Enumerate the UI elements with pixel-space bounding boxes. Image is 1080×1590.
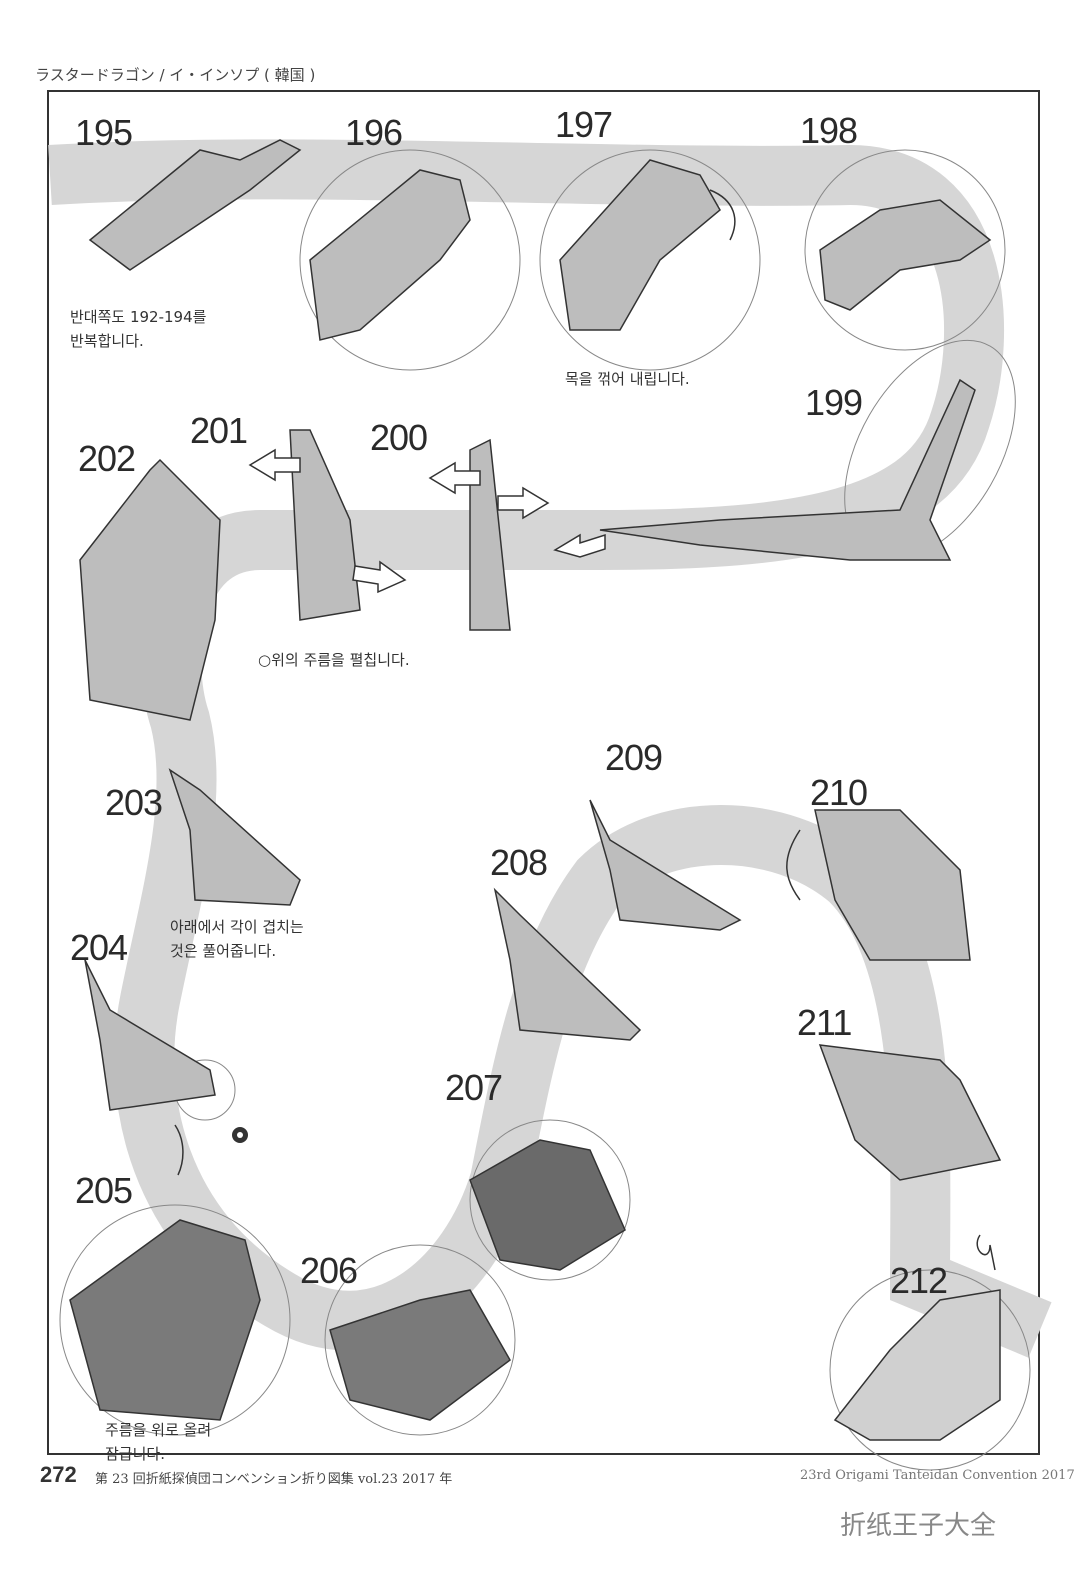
step-number: 212 [890, 1260, 948, 1301]
step-caption: 목을 꺾어 내립니다. [565, 370, 690, 388]
model-203 [168, 768, 301, 906]
eye-view-icon [232, 1127, 248, 1143]
step-number: 201 [190, 410, 248, 451]
model-211 [818, 1044, 1002, 1181]
step-number: 205 [75, 1170, 133, 1211]
page-header: ラスタードラゴン / イ・インソプ ( 韓国 ) [35, 66, 316, 84]
detail-circle-198 [804, 149, 1006, 351]
model-202 [79, 458, 221, 721]
model-212 [833, 1289, 1001, 1441]
step-number: 209 [605, 737, 663, 778]
diagram-frame [47, 90, 1040, 1455]
step-number: 198 [800, 110, 858, 151]
step-number: 199 [805, 382, 863, 423]
watermark: 折纸王子大全 [840, 1511, 997, 1541]
step-number: 211 [797, 1002, 852, 1043]
step-caption: ○위의 주름을 펼칩니다. [258, 651, 410, 669]
model-199 [599, 378, 976, 561]
step-number: 210 [810, 772, 868, 813]
detail-circle-197 [539, 149, 761, 371]
step-number: 203 [105, 782, 163, 823]
step-caption: 반대쪽도 192-194를 반복합니다. [70, 308, 207, 350]
convention-title: 23rd Origami Tanteidan Convention 2017 [800, 1468, 1075, 1483]
step-number: 206 [300, 1250, 358, 1291]
model-210 [814, 809, 971, 961]
arrow-icon [553, 533, 606, 558]
step-number: 204 [70, 927, 128, 968]
model-207 [469, 1139, 626, 1271]
model-201 [289, 429, 361, 621]
model-209 [589, 799, 742, 931]
step-number: 202 [78, 438, 136, 479]
fold-arrow-icon [709, 189, 736, 241]
detail-circle-196 [299, 149, 521, 371]
turn-over-icon [976, 1234, 996, 1271]
model-200 [469, 438, 511, 631]
page-number: 272 [40, 1462, 77, 1487]
sequence-band [48, 139, 1052, 1358]
arrow-icon [352, 560, 407, 594]
step-number: 207 [445, 1067, 503, 1108]
detail-circle-207 [469, 1119, 631, 1281]
fold-arrow-icon [786, 829, 801, 901]
step-caption: 주름을 위로 올려 잠급니다. [105, 1421, 212, 1463]
model-204 [84, 959, 216, 1111]
model-208 [493, 887, 642, 1041]
step-number: 197 [555, 104, 613, 145]
book-title: 第 23 回折紙探偵団コンベンション折り図集 vol.23 2017 年 [95, 1472, 453, 1487]
step-caption: 아래에서 각이 겹치는 것은 풀어줍니다. [170, 918, 304, 960]
arrow-icon [497, 486, 550, 520]
model-197 [559, 159, 721, 331]
step-number: 195 [75, 112, 133, 153]
arrow-icon [248, 448, 301, 482]
arrow-icon [428, 461, 481, 495]
model-196 [309, 169, 471, 341]
model-206 [329, 1289, 511, 1421]
step-number: 196 [345, 112, 403, 153]
model-205 [69, 1219, 261, 1421]
detail-circle-212 [829, 1269, 1031, 1471]
fold-arrow-icon [174, 1124, 184, 1176]
detail-circle-206 [324, 1244, 516, 1436]
model-198 [819, 199, 992, 311]
model-195 [88, 139, 302, 271]
detail-circle-205 [59, 1204, 291, 1436]
step-number: 200 [370, 417, 428, 458]
step-number: 208 [490, 842, 548, 883]
